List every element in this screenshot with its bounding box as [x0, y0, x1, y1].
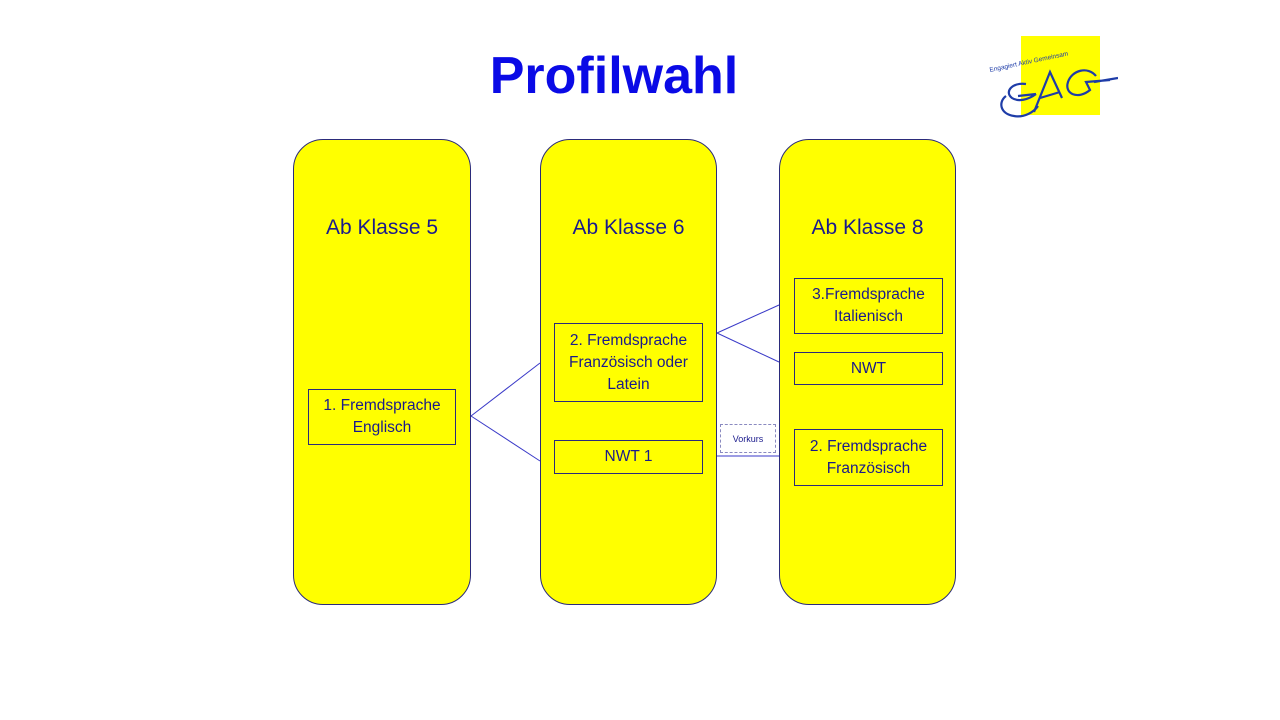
connector-line — [470, 415, 541, 462]
column-klasse-6: Ab Klasse 6 2. Fremdsprache Französisch … — [540, 139, 717, 605]
column-heading: Ab Klasse 5 — [325, 216, 439, 239]
connector-line — [716, 332, 780, 363]
box-nwt: NWT — [794, 352, 943, 385]
vorkurs-note: Vorkurs — [720, 424, 776, 453]
connector-line — [470, 362, 541, 417]
box-franzoesisch: 2. Fremdsprache Französisch — [794, 429, 943, 486]
box-englisch: 1. Fremdsprache Englisch — [308, 389, 456, 445]
column-heading: Ab Klasse 6 — [572, 216, 685, 239]
column-klasse-5: Ab Klasse 5 1. Fremdsprache Englisch — [293, 139, 471, 605]
connector-line — [716, 304, 780, 334]
school-logo: Engagiert Aktiv Gemeinsam — [989, 36, 1118, 118]
column-klasse-8: Ab Klasse 8 3.Fremdsprache Italienisch N… — [779, 139, 956, 605]
column-heading: Ab Klasse 8 — [811, 216, 924, 239]
box-franzoesisch-latein: 2. Fremdsprache Französisch oder Latein — [554, 323, 703, 402]
page-title: Profilwahl — [489, 47, 739, 105]
box-italienisch: 3.Fremdsprache Italienisch — [794, 278, 943, 334]
box-nwt-1: NWT 1 — [554, 440, 703, 474]
